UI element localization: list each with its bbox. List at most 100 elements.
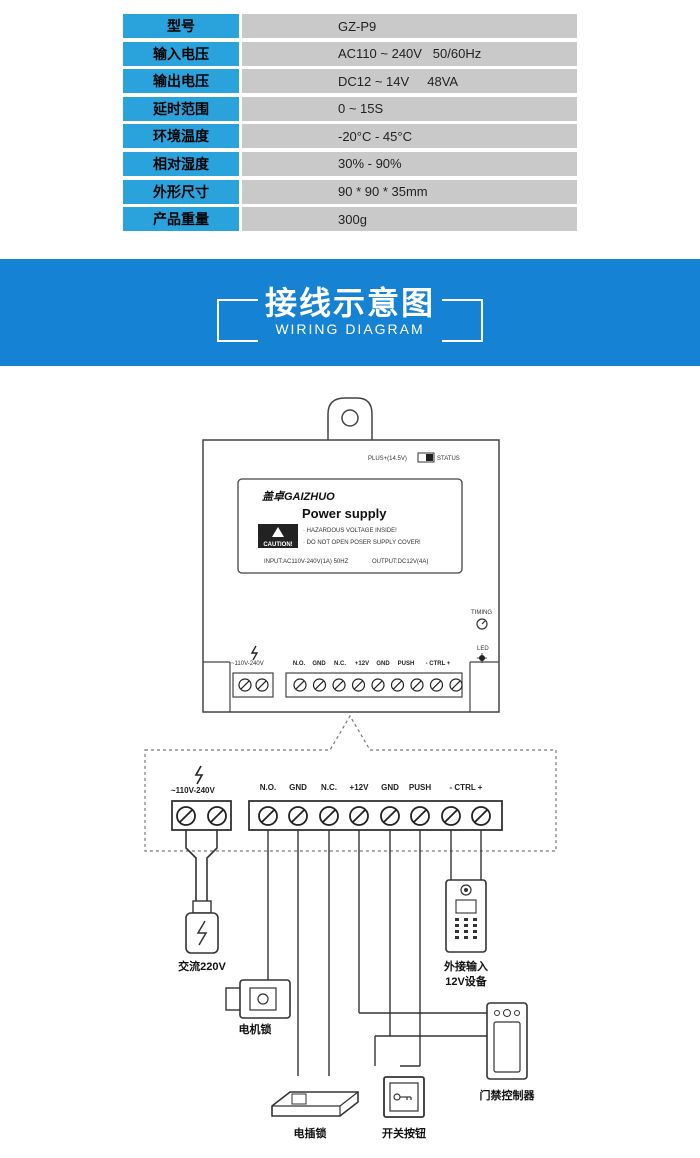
label-plate — [237, 478, 463, 574]
banner-title: 接线示意图 — [264, 284, 435, 322]
output-screw-slot — [334, 680, 344, 690]
device-terminal-label: N.C. — [334, 661, 346, 667]
spec-value: -20°C - 45°C — [242, 124, 577, 149]
output-screw-slot — [352, 809, 366, 823]
warning-icon — [272, 527, 284, 537]
output-screw-slot — [353, 680, 364, 690]
spec-row-output-voltage: 输出电压 DC12 ~ 14V 48VA — [123, 69, 577, 94]
spec-row-delay: 延时范围 0 ~ 15S — [123, 96, 577, 121]
spec-value: 0 ~ 15S — [242, 96, 577, 121]
exit-button-device — [383, 1076, 425, 1118]
mounting-ear — [327, 397, 373, 440]
terminal-label: N.C. — [321, 783, 337, 792]
output-terminal-block — [248, 800, 503, 831]
wiring-diagram: PLUS+(14.5V) STATUS 盖卓GAIZHUO Power supp… — [144, 397, 557, 1140]
electric-bolt-lock — [271, 1091, 359, 1117]
spec-value: 300g — [242, 207, 577, 232]
spec-label: 环境温度 — [123, 124, 239, 149]
wires — [267, 830, 516, 1076]
product-name: Power supply — [302, 506, 387, 521]
ac-screw-slot — [240, 680, 250, 690]
external-device-label-1: 外接输入 — [443, 959, 488, 973]
terminal-label: PUSH — [409, 783, 431, 792]
ac-screw-slot — [179, 809, 193, 823]
output-screw-slot — [295, 680, 305, 690]
device-terminal-label: N.O. — [293, 661, 306, 667]
device-terminal-label: - CTRL + — [426, 661, 451, 667]
spec-value: 90 * 90 * 35mm — [242, 179, 577, 204]
output-screw-slot — [474, 809, 488, 823]
spec-label: 外形尺寸 — [123, 179, 239, 204]
banner-frame — [217, 299, 483, 342]
zoom-callout — [144, 714, 557, 852]
spec-label: 相对湿度 — [123, 151, 239, 176]
output-screw-slot — [431, 680, 442, 690]
spec-row-temperature: 环境温度 -20°C - 45°C — [123, 124, 577, 149]
section-banner: 接线示意图 WIRING DIAGRAM — [0, 259, 700, 366]
output-screw-slot — [322, 809, 336, 823]
terminal-label: +12V — [350, 783, 370, 792]
timing-label: TIMING — [471, 610, 492, 616]
output-screw-slot — [383, 809, 397, 823]
led-icon — [477, 653, 487, 663]
access-controller — [486, 1002, 528, 1080]
output-screw-slot — [291, 809, 305, 823]
banner-subtitle: WIRING DIAGRAM — [275, 321, 425, 337]
status-label: PLUS+(14.5V) — [368, 456, 407, 462]
terminal-label: GND — [289, 783, 307, 792]
brand-logo: 盖卓GAIZHUO — [262, 490, 335, 503]
device-ac-label: ~110V-240V — [231, 661, 264, 667]
ac-screw-slot — [257, 680, 267, 690]
spec-value: 30% - 90% — [242, 151, 577, 176]
exit-button-label: 开关按钮 — [382, 1126, 426, 1140]
output-screw-slot — [261, 809, 275, 823]
caution-text: CAUTION! — [263, 542, 292, 548]
spec-label: 输出电压 — [123, 69, 239, 94]
device-terminal-label: GND — [312, 661, 326, 667]
warning-line-1: · HAZARDOUS VOLTAGE INSIDE! — [303, 528, 397, 534]
spec-label: 延时范围 — [123, 96, 239, 121]
external-12v-device — [445, 879, 487, 953]
spec-value: DC12 ~ 14V 48VA — [242, 69, 577, 94]
lightning-icon — [194, 765, 204, 785]
spec-row-model: 型号 GZ-P9 — [123, 14, 577, 38]
output-screw-slot — [451, 680, 461, 690]
device-terminal-label: GND — [376, 661, 390, 667]
power-cord — [185, 830, 219, 954]
ac-input-label: ~110V-240V — [171, 786, 215, 795]
power-plug-label: 交流220V — [178, 959, 226, 973]
terminal-label: N.O. — [260, 783, 276, 792]
output-screw-slot — [413, 809, 427, 823]
electric-bolt-label: 电插锁 — [294, 1126, 327, 1140]
spec-table: 型号 GZ-P9 输入电压 AC110 ~ 240V 50/60Hz 输出电压 … — [123, 14, 577, 235]
led-label: LED — [477, 646, 489, 652]
spec-label: 型号 — [123, 14, 239, 38]
access-controller-label: 门禁控制器 — [480, 1088, 536, 1102]
lightning-icon — [250, 645, 259, 661]
ac-screw-slot — [210, 809, 224, 823]
spec-row-dimensions: 外形尺寸 90 * 90 * 35mm — [123, 179, 577, 204]
terminal-label: GND — [381, 783, 399, 792]
input-rating: INPUT:AC110V-240V(1A) 50HZ — [264, 559, 349, 565]
device-terminal-label: +12V — [355, 661, 369, 667]
motor-lock-label: 电机锁 — [239, 1022, 272, 1036]
output-screw-slot — [373, 680, 383, 690]
spec-row-humidity: 相对湿度 30% - 90% — [123, 151, 577, 176]
output-screw-slot — [444, 809, 458, 823]
output-screw-slot — [314, 680, 325, 690]
external-device-label-2: 12V设备 — [445, 974, 488, 988]
output-screw-slot — [392, 680, 403, 690]
output-screw-slot — [412, 680, 422, 690]
spec-label: 产品重量 — [123, 207, 239, 232]
spec-value: GZ-P9 — [242, 14, 577, 38]
spec-row-input-voltage: 输入电压 AC110 ~ 240V 50/60Hz — [123, 41, 577, 66]
spec-value: AC110 ~ 240V 50/60Hz — [242, 41, 577, 66]
terminal-label: - CTRL + — [450, 783, 483, 792]
output-rating: OUTPUT:DC12V(4A) — [372, 559, 428, 565]
status-switch-label: STATUS — [437, 456, 460, 462]
warning-line-2: · DO NOT OPEN POSER SUPPLY COVER! — [303, 540, 421, 546]
spec-row-weight: 产品重量 300g — [123, 207, 577, 232]
spec-label: 输入电压 — [123, 41, 239, 66]
motor-lock — [225, 979, 291, 1019]
device-terminal-label: PUSH — [398, 661, 415, 667]
